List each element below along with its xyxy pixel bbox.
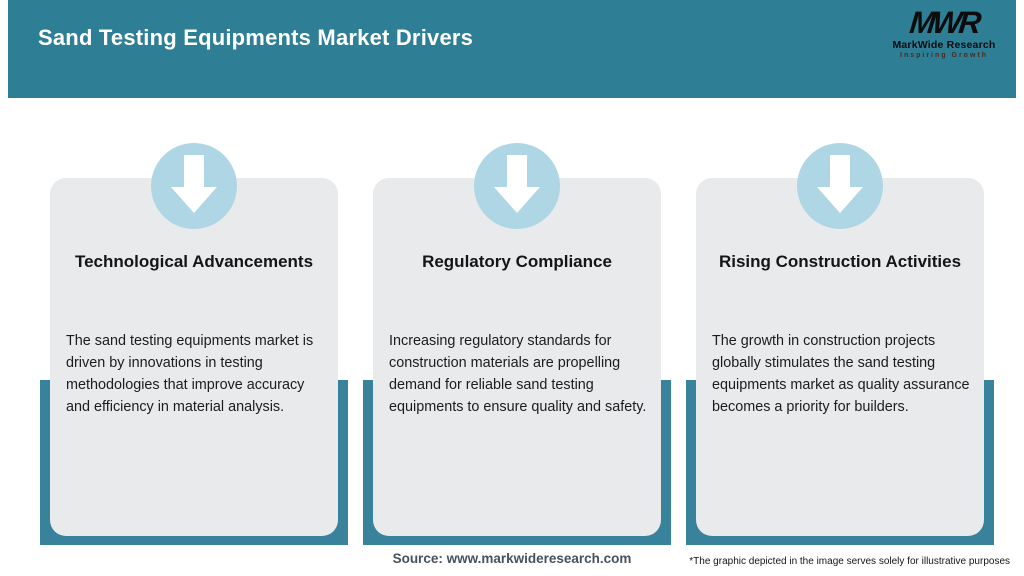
card-body: The sand testing equipments market is dr… bbox=[66, 333, 314, 415]
down-arrow-icon bbox=[474, 143, 560, 229]
brand-logo: MWR MarkWide Research Inspiring Growth bbox=[886, 5, 1002, 59]
card-title: Technological Advancements bbox=[74, 252, 314, 271]
driver-card-rising-construction-activities: Rising Construction Activities The growt… bbox=[686, 143, 994, 545]
card-body: The growth in construction projects glob… bbox=[712, 333, 970, 415]
card: Regulatory Compliance Increasing regulat… bbox=[373, 178, 661, 536]
disclaimer-text: *The graphic depicted in the image serve… bbox=[689, 556, 1010, 567]
logo-acronym: MWR bbox=[907, 5, 981, 40]
card-title: Regulatory Compliance bbox=[422, 252, 612, 271]
page-title: Sand Testing Equipments Market Drivers bbox=[38, 25, 474, 50]
driver-card-regulatory-compliance: Regulatory Compliance Increasing regulat… bbox=[363, 143, 671, 545]
card: Rising Construction Activities The growt… bbox=[696, 178, 984, 536]
logo-tagline: Inspiring Growth bbox=[900, 52, 988, 59]
down-arrow-icon bbox=[797, 143, 883, 229]
card-title: Rising Construction Activities bbox=[718, 252, 962, 271]
header-bar: Sand Testing Equipments Market Drivers M… bbox=[8, 0, 1016, 98]
logo-name: MarkWide Research bbox=[892, 39, 996, 51]
card: Technological Advancements The sand test… bbox=[50, 178, 338, 536]
driver-card-technological-advancements: Technological Advancements The sand test… bbox=[40, 143, 348, 545]
down-arrow-icon bbox=[151, 143, 237, 229]
source-text: Source: www.markwideresearch.com bbox=[392, 551, 632, 566]
card-body: Increasing regulatory standards for cons… bbox=[389, 333, 647, 415]
